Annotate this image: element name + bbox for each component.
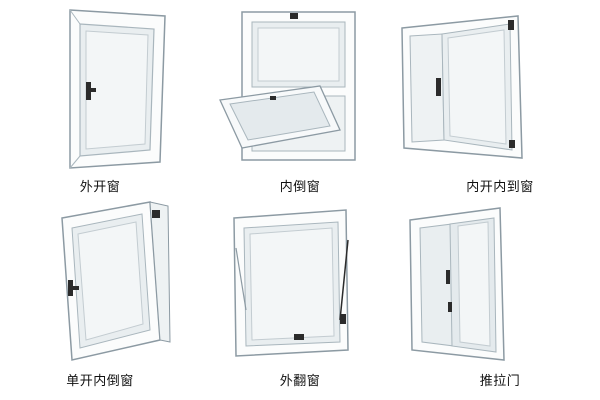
window-label: 内开内到窗 bbox=[466, 180, 534, 195]
window-label: 外翻窗 bbox=[279, 374, 321, 389]
window-card-sliding-door: 推拉门 bbox=[400, 200, 600, 400]
casement-outward-window-icon bbox=[69, 9, 166, 169]
single-tilt-turn-window-icon bbox=[61, 201, 171, 361]
sliding-door-icon bbox=[409, 207, 505, 361]
tilt-turn-double-window-icon bbox=[401, 15, 523, 159]
window-card-awning: 外翻窗 bbox=[200, 200, 400, 400]
window-card-tilt-turn-double: 内开内到窗 bbox=[400, 0, 600, 200]
window-label: 外开窗 bbox=[79, 180, 121, 195]
window-label: 内倒窗 bbox=[279, 180, 321, 195]
hopper-inward-window-icon bbox=[219, 11, 356, 161]
window-card-single-tilt-turn: 单开内倒窗 bbox=[0, 200, 200, 400]
window-card-inward-hopper: 内倒窗 bbox=[200, 0, 400, 200]
window-card-outward-casement: 外开窗 bbox=[0, 0, 200, 200]
window-label: 单开内倒窗 bbox=[66, 374, 134, 389]
awning-window-icon bbox=[233, 209, 349, 357]
window-label: 推拉门 bbox=[479, 374, 521, 389]
